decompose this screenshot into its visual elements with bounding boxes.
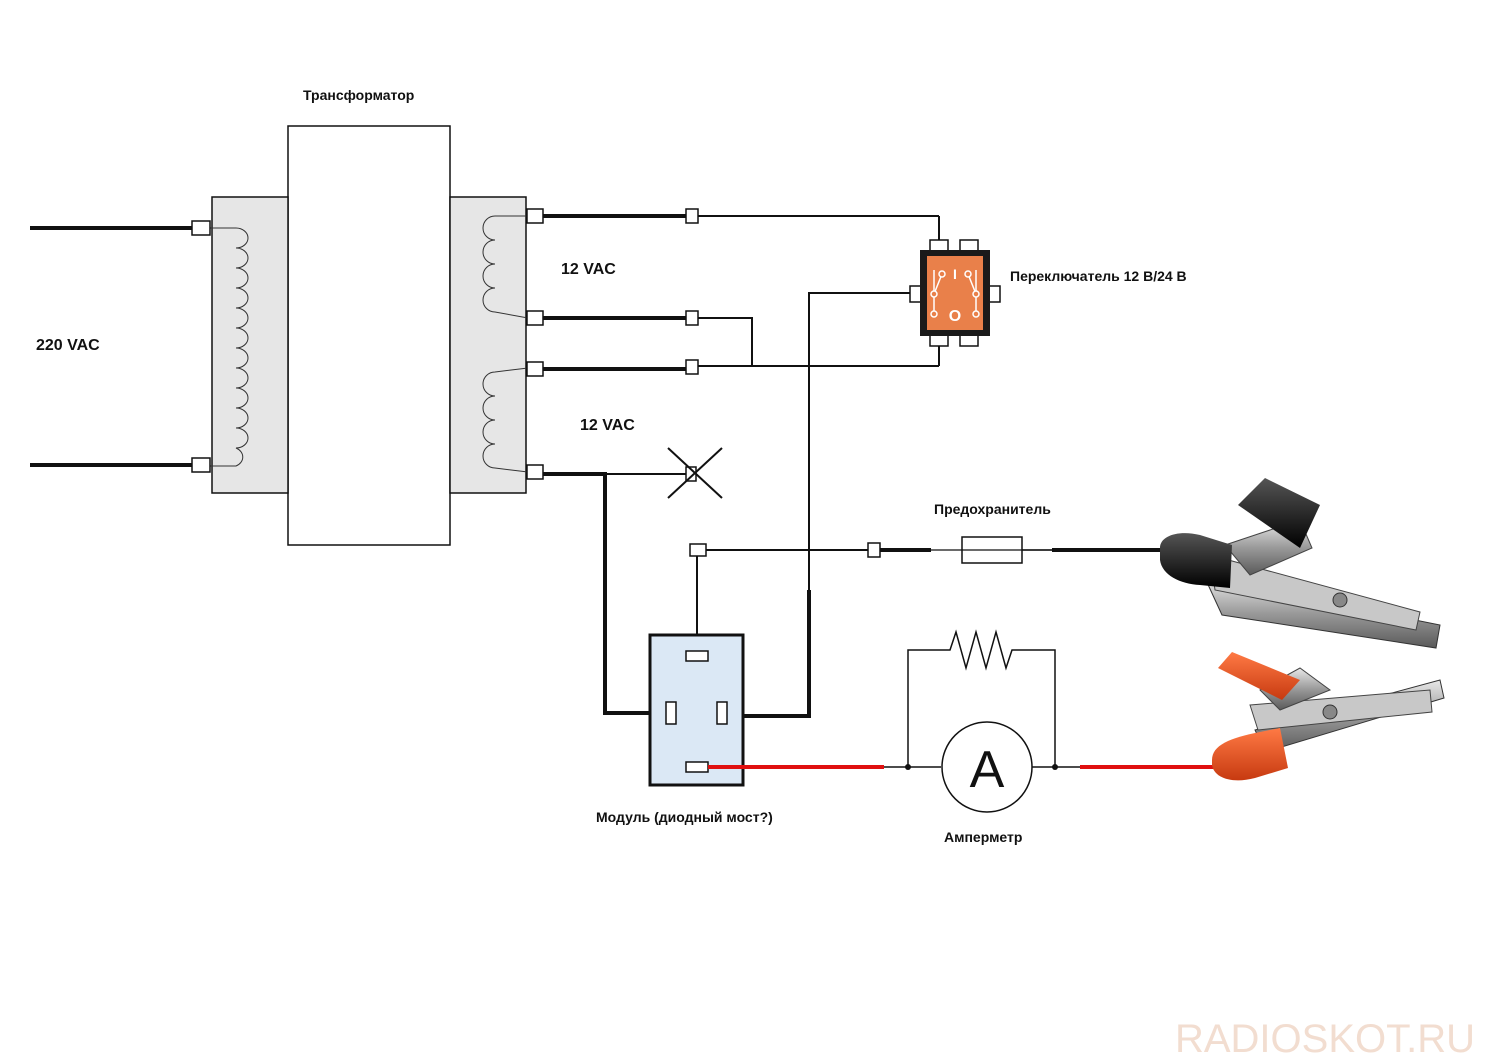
ammeter-label: Амперметр — [944, 829, 1022, 845]
secondary-1-label: 12 VAC — [561, 261, 616, 278]
wire-connector — [685, 359, 699, 375]
secondary-terminal — [526, 361, 544, 377]
module-terminal — [685, 650, 709, 662]
junction-dot — [1052, 764, 1058, 770]
switch-label: Переключатель 12 В/24 В — [1010, 268, 1187, 284]
input-voltage-label: 220 VAC — [36, 337, 100, 354]
module-terminal — [685, 761, 709, 773]
transformer-coil-icon — [482, 215, 529, 319]
secondary-coil-box — [449, 196, 527, 494]
junction-dot — [905, 764, 911, 770]
wire-connector — [685, 208, 699, 224]
secondary-2-label: 12 VAC — [580, 417, 635, 434]
watermark: RADIOSKOT.RU — [1175, 1017, 1475, 1060]
transformer-core — [287, 125, 451, 546]
black-clamp-icon — [1160, 478, 1441, 649]
wire-connector — [689, 543, 707, 557]
secondary-terminal — [526, 208, 544, 224]
module-terminal — [716, 701, 728, 725]
module-label: Модуль (диодный мост?) — [596, 809, 773, 825]
transformer-coil-icon — [209, 227, 249, 467]
switch-12-24: I O — [909, 239, 1001, 347]
diode-bridge-module — [648, 633, 745, 787]
secondary-terminal — [526, 310, 544, 326]
switch-off-mark: O — [949, 308, 961, 325]
transformer-label: Трансформатор — [303, 87, 414, 103]
primary-terminal — [191, 457, 211, 473]
transformer-coil-icon — [482, 367, 529, 473]
ammeter-symbol: A — [970, 741, 1005, 799]
secondary-wiring — [543, 214, 1160, 718]
red-clamp-icon — [1212, 652, 1445, 781]
switch-on-mark: I — [953, 266, 957, 282]
fuse-label: Предохранитель — [934, 501, 1051, 517]
module-terminal — [665, 701, 677, 725]
resistor-icon — [907, 629, 1056, 767]
wire-connector — [685, 310, 699, 326]
secondary-terminal — [526, 464, 544, 480]
primary-coil-box — [211, 196, 289, 494]
wire-connector — [867, 542, 881, 558]
ammeter-icon: A — [941, 721, 1033, 813]
crossed-wire-icon — [667, 447, 723, 499]
primary-terminal — [191, 220, 211, 236]
transformer — [191, 125, 544, 546]
